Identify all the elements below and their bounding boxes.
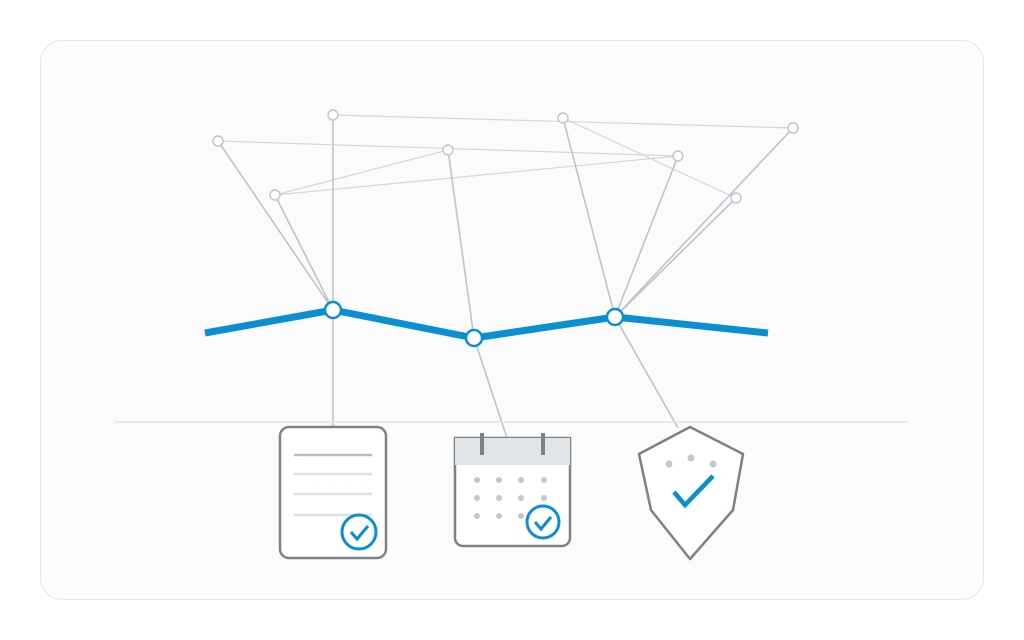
- document-check-icon: [278, 425, 388, 560]
- network-lines: [217, 114, 794, 199]
- calendar-check-icon: [453, 433, 572, 548]
- hub-nodes: [323, 300, 625, 348]
- shield-check-icon: [637, 425, 745, 561]
- top-nodes: [212, 109, 799, 204]
- connector-lines: [217, 115, 794, 439]
- blue-trend-line: [204, 306, 769, 342]
